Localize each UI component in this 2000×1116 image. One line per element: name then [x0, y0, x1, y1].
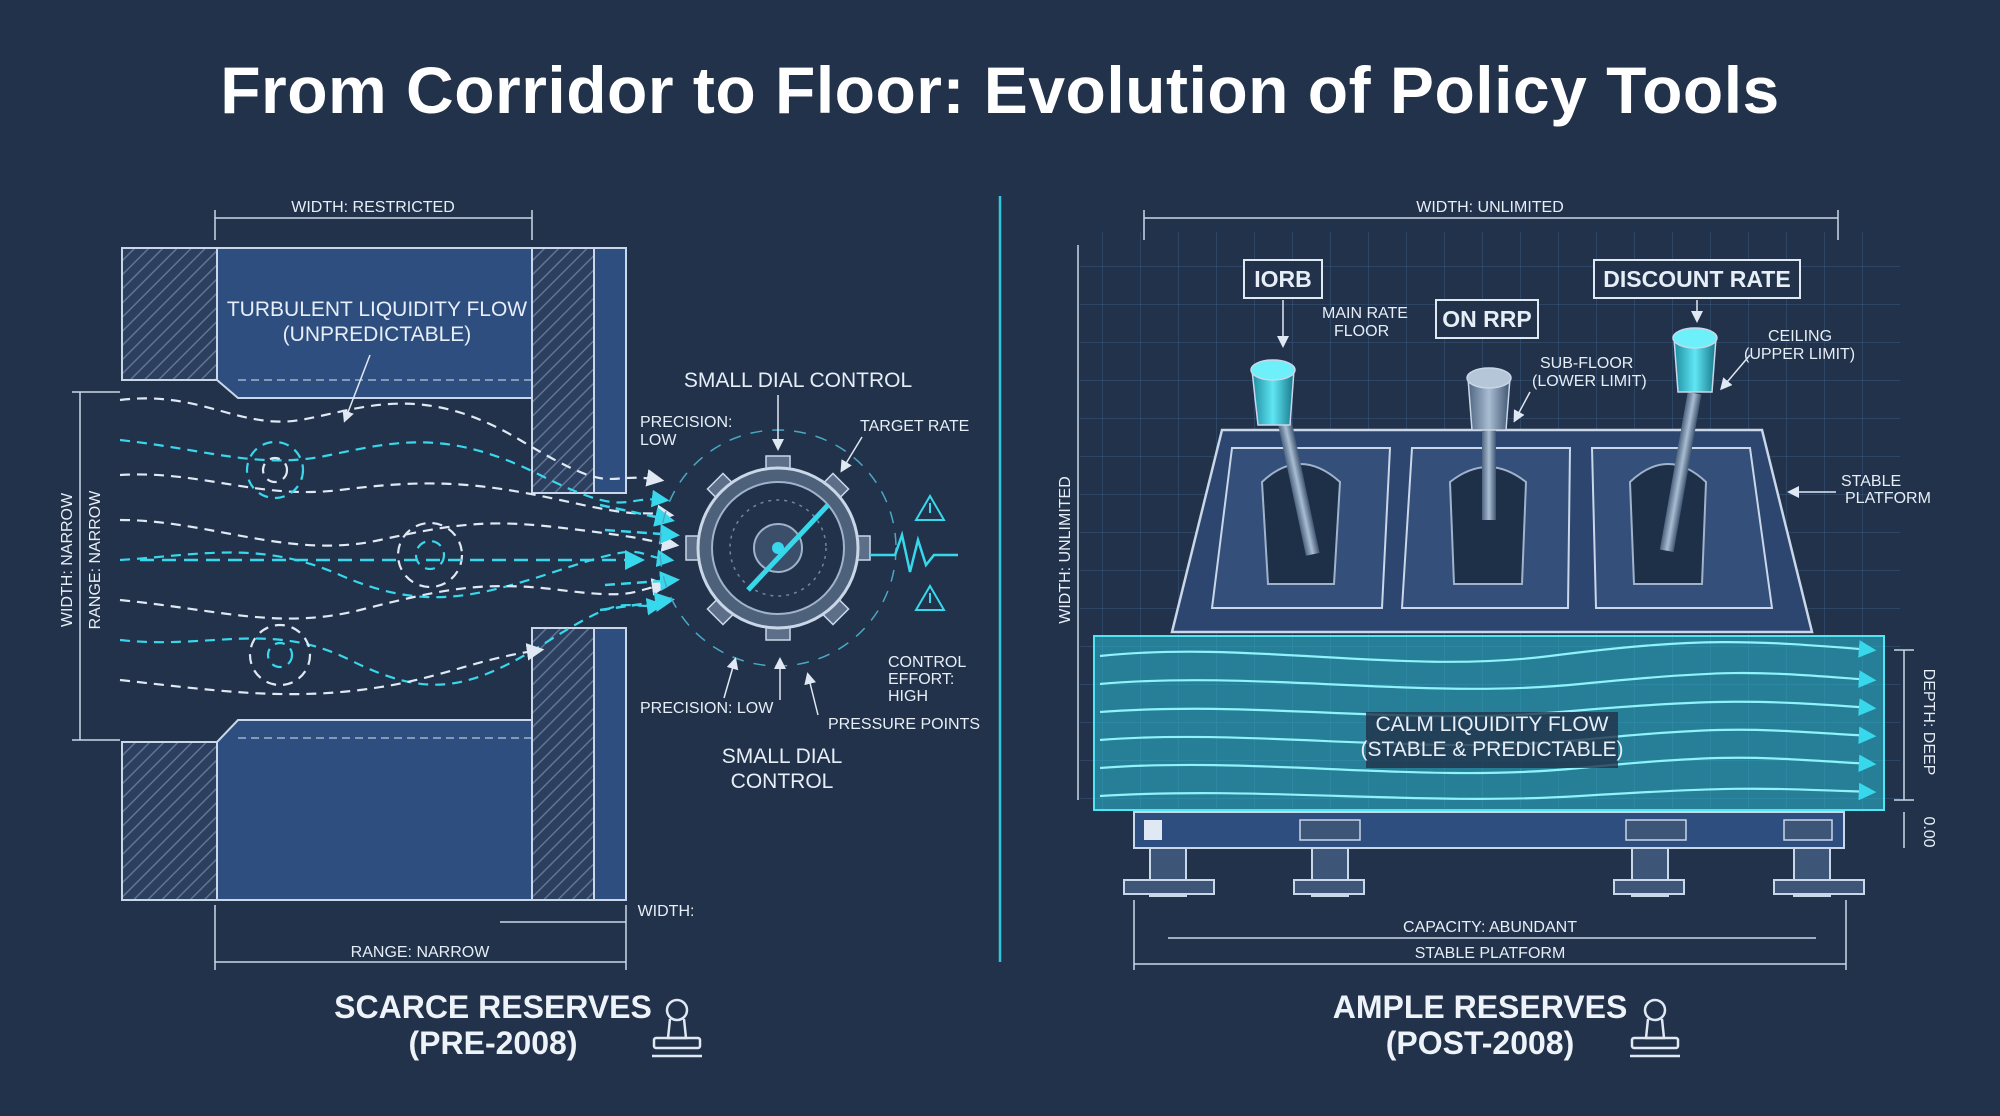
- platform-legs: [1123, 847, 1865, 897]
- iorb-note-1: MAIN RATE: [1322, 305, 1408, 322]
- lever-label-on-rrp: ON RRP: [1442, 306, 1531, 332]
- lever-label-iorb: IORB: [1254, 266, 1312, 292]
- right-panel: WIDTH: UNLIMITED WIDTH: UNLIMITED: [1057, 199, 1937, 1061]
- range-narrow-vertical: RANGE: NARROW: [87, 490, 104, 630]
- width-unlimited-label: WIDTH: UNLIMITED: [1416, 199, 1564, 216]
- bottom-right-hatched-block: [531, 627, 595, 901]
- lever-on-rrp[interactable]: [1448, 367, 1528, 585]
- platform-base: [1133, 811, 1845, 849]
- lever-discount-rate[interactable]: [1628, 327, 1718, 585]
- page-title: From Corridor to Floor: Evolution of Pol…: [220, 53, 1780, 127]
- width-restricted-label: WIDTH: RESTRICTED: [291, 199, 455, 216]
- control-effort-label-1: CONTROL: [888, 654, 966, 671]
- precision-top-label-1: PRECISION:: [640, 414, 732, 431]
- stamp-icon: [1630, 998, 1680, 1058]
- right-footer-title: AMPLE RESERVES: [1333, 989, 1628, 1025]
- width-unlimited-vertical: WIDTH: UNLIMITED: [1057, 476, 1074, 624]
- left-footer-title: SCARCE RESERVES: [334, 989, 652, 1025]
- dial-bottom-label-2: CONTROL: [731, 770, 834, 793]
- discount-note-2: (UPPER LIMIT): [1744, 346, 1855, 363]
- stable-platform-side-1: STABLE: [1841, 473, 1901, 490]
- iorb-note-2: FLOOR: [1334, 323, 1389, 340]
- calm-flow-label-2: (STABLE & PREDICTABLE): [1361, 738, 1624, 761]
- depth-vertical-label: DEPTH: DEEP: [1920, 669, 1937, 776]
- dial-title: SMALL DIAL CONTROL: [684, 369, 912, 392]
- turbulent-flow-lines: [119, 397, 680, 696]
- stable-platform-bottom-label: STABLE PLATFORM: [1415, 945, 1566, 962]
- stable-platform-side-2: PLATFORM: [1845, 490, 1931, 507]
- width-small-label: WIDTH:: [638, 903, 695, 920]
- calm-flow-label-1: CALM LIQUIDITY FLOW: [1376, 713, 1609, 736]
- stamp-icon: [652, 998, 702, 1058]
- control-effort-label-3: HIGH: [888, 688, 928, 705]
- right-small-label: 0.00: [1920, 816, 1937, 847]
- precision-bottom-label: PRECISION: LOW: [640, 700, 774, 717]
- signal-spike: [870, 530, 958, 573]
- lever-label-discount-rate: DISCOUNT RATE: [1603, 266, 1790, 292]
- on-rrp-note-2: (LOWER LIMIT): [1532, 373, 1647, 390]
- turbulent-flow-label-1: TURBULENT LIQUIDITY FLOW: [227, 298, 527, 321]
- precision-top-label-2: LOW: [640, 432, 677, 449]
- capacity-label: CAPACITY: ABUNDANT: [1403, 919, 1577, 936]
- width-narrow-vertical: WIDTH: NARROW: [59, 492, 76, 627]
- warning-icon: [914, 584, 946, 611]
- right-footer-subtitle: (POST-2008): [1386, 1025, 1575, 1061]
- top-left-hatched-block: [121, 247, 218, 381]
- warning-icon: [914, 494, 946, 521]
- lever-iorb[interactable]: [1250, 359, 1342, 585]
- left-footer-subtitle: (PRE-2008): [409, 1025, 578, 1061]
- pressure-points-label: PRESSURE POINTS: [828, 716, 980, 733]
- discount-note-1: CEILING: [1768, 328, 1832, 345]
- bottom-left-hatched-block: [121, 741, 218, 901]
- bottom-channel-block: [216, 719, 533, 901]
- turbulent-flow-label-2: (UNPREDICTABLE): [283, 323, 472, 346]
- top-channel-block: [216, 247, 533, 399]
- left-panel: WIDTH: RESTRICTED: [59, 199, 980, 1061]
- gear-dial-icon: [659, 429, 897, 667]
- top-right-hatched-block: [531, 247, 595, 494]
- on-rrp-note-1: SUB-FLOOR: [1540, 355, 1633, 372]
- range-narrow-label: RANGE: NARROW: [351, 944, 491, 961]
- control-effort-label-2: EFFORT:: [888, 671, 954, 688]
- target-rate-label: TARGET RATE: [860, 418, 969, 435]
- dial-bottom-label-1: SMALL DIAL: [722, 745, 843, 768]
